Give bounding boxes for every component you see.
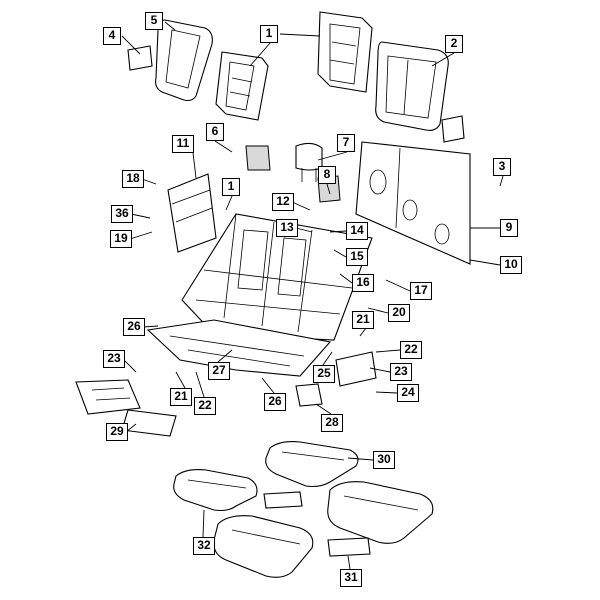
callout-c2: 2	[445, 35, 463, 53]
callout-c1b: 1	[222, 178, 240, 196]
callout-c27: 27	[208, 362, 230, 380]
callout-c23a: 23	[103, 350, 125, 368]
callout-c19: 19	[110, 230, 132, 248]
callout-c29: 29	[106, 423, 128, 441]
callout-c16: 16	[352, 274, 374, 292]
callout-c1a: 1	[260, 25, 278, 43]
seat-cushion-32b	[213, 515, 314, 578]
callout-c26a: 26	[123, 318, 145, 336]
bracket-25	[335, 351, 377, 387]
callout-c9: 9	[500, 219, 518, 237]
callout-c22a: 22	[400, 341, 422, 359]
callout-c21b: 21	[170, 388, 192, 406]
callout-c4: 4	[103, 27, 121, 45]
panel-31	[263, 491, 371, 557]
callout-c14: 14	[346, 222, 368, 240]
callout-c22b: 22	[194, 397, 216, 415]
callout-c17: 17	[410, 282, 432, 300]
callout-c36: 36	[111, 205, 133, 223]
callout-c32: 32	[193, 537, 215, 555]
bracket-28	[295, 383, 323, 407]
callout-c31: 31	[340, 569, 362, 587]
callout-c30: 30	[373, 451, 395, 469]
seat-cushion-30b	[327, 481, 434, 544]
callout-c21a: 21	[352, 311, 374, 329]
side-panel-11	[167, 173, 217, 253]
back-panel-9-10	[355, 141, 471, 265]
callout-c8: 8	[318, 166, 336, 184]
callout-c10: 10	[500, 256, 522, 274]
lower-seat-frame	[146, 319, 332, 377]
leader-lines	[121, 21, 504, 570]
bracket-4	[127, 45, 153, 71]
callout-c12: 12	[272, 193, 294, 211]
callout-c5: 5	[145, 12, 163, 30]
callout-c11: 11	[172, 135, 194, 153]
callout-c18: 18	[122, 170, 144, 188]
callout-c25: 25	[313, 365, 335, 383]
seat-cushion-30	[265, 441, 359, 488]
seat-cushion-32	[173, 469, 258, 512]
callout-c20: 20	[388, 304, 410, 322]
seat-back-frame-1b	[317, 11, 373, 93]
callout-c13: 13	[276, 219, 298, 237]
callout-c3: 3	[493, 158, 511, 176]
seat-back-frame-1a	[215, 51, 269, 121]
callout-c28: 28	[321, 414, 343, 432]
callout-c15: 15	[346, 248, 368, 266]
trim-piece-29b	[121, 409, 177, 437]
seat-back-cover-2	[375, 41, 449, 131]
callout-c7: 7	[337, 134, 355, 152]
callout-c6: 6	[206, 123, 224, 141]
callout-c23b: 23	[390, 363, 412, 381]
headrest-6	[245, 145, 271, 171]
bracket-2b	[441, 115, 465, 143]
callout-c26b: 26	[264, 393, 286, 411]
seat-back-cover-5	[155, 19, 213, 102]
trim-piece-29	[75, 379, 141, 415]
callout-c24: 24	[397, 384, 419, 402]
